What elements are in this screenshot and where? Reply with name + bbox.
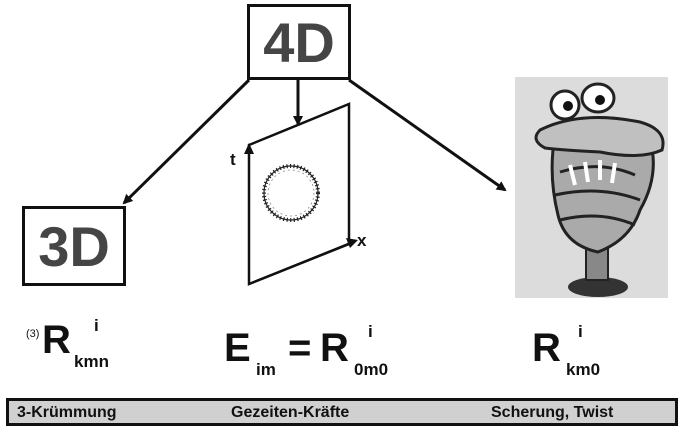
formula-1-superscript: i [94, 316, 99, 335]
arrow-4d-to-3d [122, 78, 251, 205]
bar-label-curvature: 3-Krümmung [17, 404, 117, 421]
formula-1-prefix: (3) [26, 328, 40, 340]
t-axis-label: t [230, 150, 236, 169]
particle-ring [262, 164, 320, 222]
box-3d-label: 3D [38, 214, 110, 278]
x-axis [248, 240, 356, 285]
formula-2-subscript: 0m0 [354, 360, 389, 379]
formula-2-equals: = [288, 326, 312, 370]
t-axis-arrow-icon [244, 143, 254, 154]
formula-1-symbol: R [42, 318, 71, 362]
formula-shear: R i km0 [532, 322, 652, 386]
formula-2-lhs: E [224, 326, 251, 370]
formula-3-subscript: km0 [566, 360, 601, 379]
formula-3-superscript: i [578, 322, 583, 341]
formula-2-lhs-subscript: im [256, 360, 276, 379]
formula-2-superscript: i [368, 322, 373, 341]
cartoon-figure-icon [515, 77, 668, 298]
bar-label-shear-twist: Scherung, Twist [491, 404, 614, 421]
formula-1-subscript: kmn [74, 352, 109, 371]
x-axis-label: x [357, 231, 367, 250]
arrow-4d-to-figure [348, 78, 507, 192]
bottom-label-bar: 3-Krümmung Gezeiten-Kräfte Scherung, Twi… [6, 398, 678, 426]
box-4d-label: 4D [263, 10, 335, 74]
formula-3-symbol: R [532, 326, 561, 370]
box-4d: 4D [247, 4, 351, 80]
box-3d: 3D [22, 206, 126, 286]
bar-label-tidal-forces: Gezeiten-Kräfte [231, 404, 350, 421]
formula-tidal: E im = R i 0m0 [224, 322, 424, 386]
formula-2-symbol: R [320, 326, 349, 370]
x-axis-arrow-icon [346, 238, 358, 248]
